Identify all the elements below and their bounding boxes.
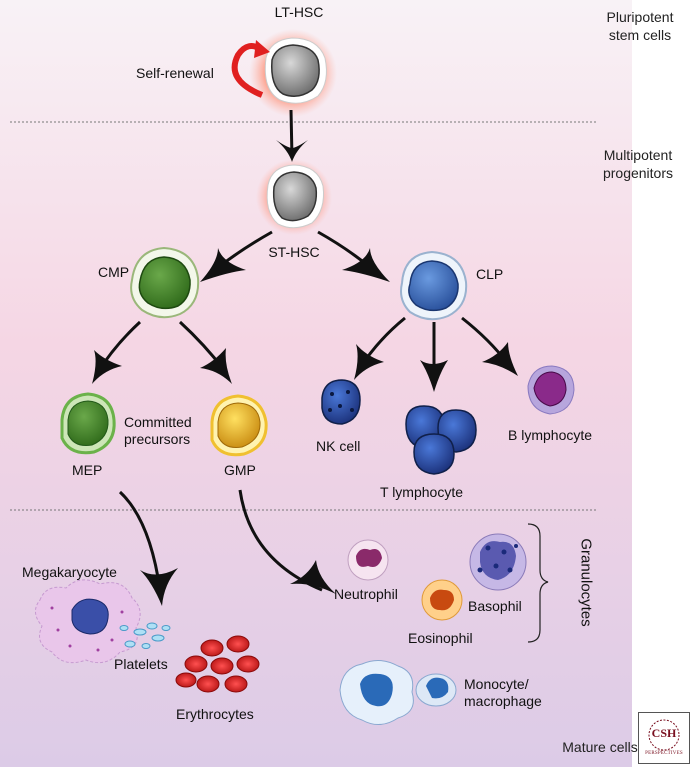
clp-cell [400, 250, 468, 321]
csh-perspectives-logo: CSH PERSPECTIVES [638, 712, 690, 764]
gmp-label: GMP [224, 462, 256, 478]
logo-top-text: CSH [651, 726, 677, 740]
basophil-label: Basophil [468, 598, 522, 614]
neutrophil-label: Neutrophil [334, 586, 398, 602]
erythrocytes-label: Erythrocytes [176, 706, 254, 722]
st-hsc-cell [256, 159, 332, 235]
st-hsc-label: ST-HSC [268, 244, 320, 260]
platelets-label: Platelets [114, 656, 168, 672]
erythrocytes [175, 635, 260, 693]
monocyte-cell [415, 673, 457, 707]
b-lymphocyte-label: B lymphocyte [508, 427, 593, 443]
macrophage-cell [339, 660, 414, 725]
stage-pluripotent-label: Pluripotent stem cells [606, 9, 674, 43]
b-lymphocyte-cell [527, 365, 575, 415]
platelets [119, 622, 171, 649]
basophil-cell [469, 533, 527, 591]
lt-hsc-label: LT-HSC [274, 4, 324, 20]
clp-label: CLP [476, 266, 504, 282]
monocyte-label: Monocyte/ macrophage [464, 676, 542, 709]
stage-mature-label: Mature cells [562, 739, 638, 755]
logo-bottom-text: PERSPECTIVES [645, 751, 683, 756]
eosinophil-cell [421, 579, 463, 621]
lt-hsc-cell [249, 29, 337, 117]
nk-cell [321, 379, 361, 425]
granulocytes-bracket [527, 523, 549, 643]
neutrophil-cell [347, 539, 389, 581]
megakaryocyte-cell [35, 579, 141, 664]
self-renewal-arrow [231, 43, 264, 98]
mep-cell [60, 392, 116, 455]
diagram-canvas [0, 0, 632, 767]
granulocytes-label: Granulocytes [577, 538, 595, 627]
cmp-cell [130, 246, 200, 319]
stage-multipotent-label: Multipotent progenitors [602, 147, 674, 181]
committed-precursors-label: Committed precursors [124, 414, 192, 447]
megakaryocyte-label: Megakaryocyte [22, 564, 117, 580]
eosinophil-label: Eosinophil [408, 630, 473, 646]
t-lymphocyte-cells [405, 405, 477, 475]
mep-label: MEP [72, 462, 103, 478]
t-lymphocyte-label: T lymphocyte [380, 484, 463, 500]
nk-cell-label: NK cell [316, 438, 361, 454]
cmp-label: CMP [98, 264, 130, 280]
self-renewal-label: Self-renewal [136, 65, 214, 81]
gmp-cell [210, 394, 268, 457]
